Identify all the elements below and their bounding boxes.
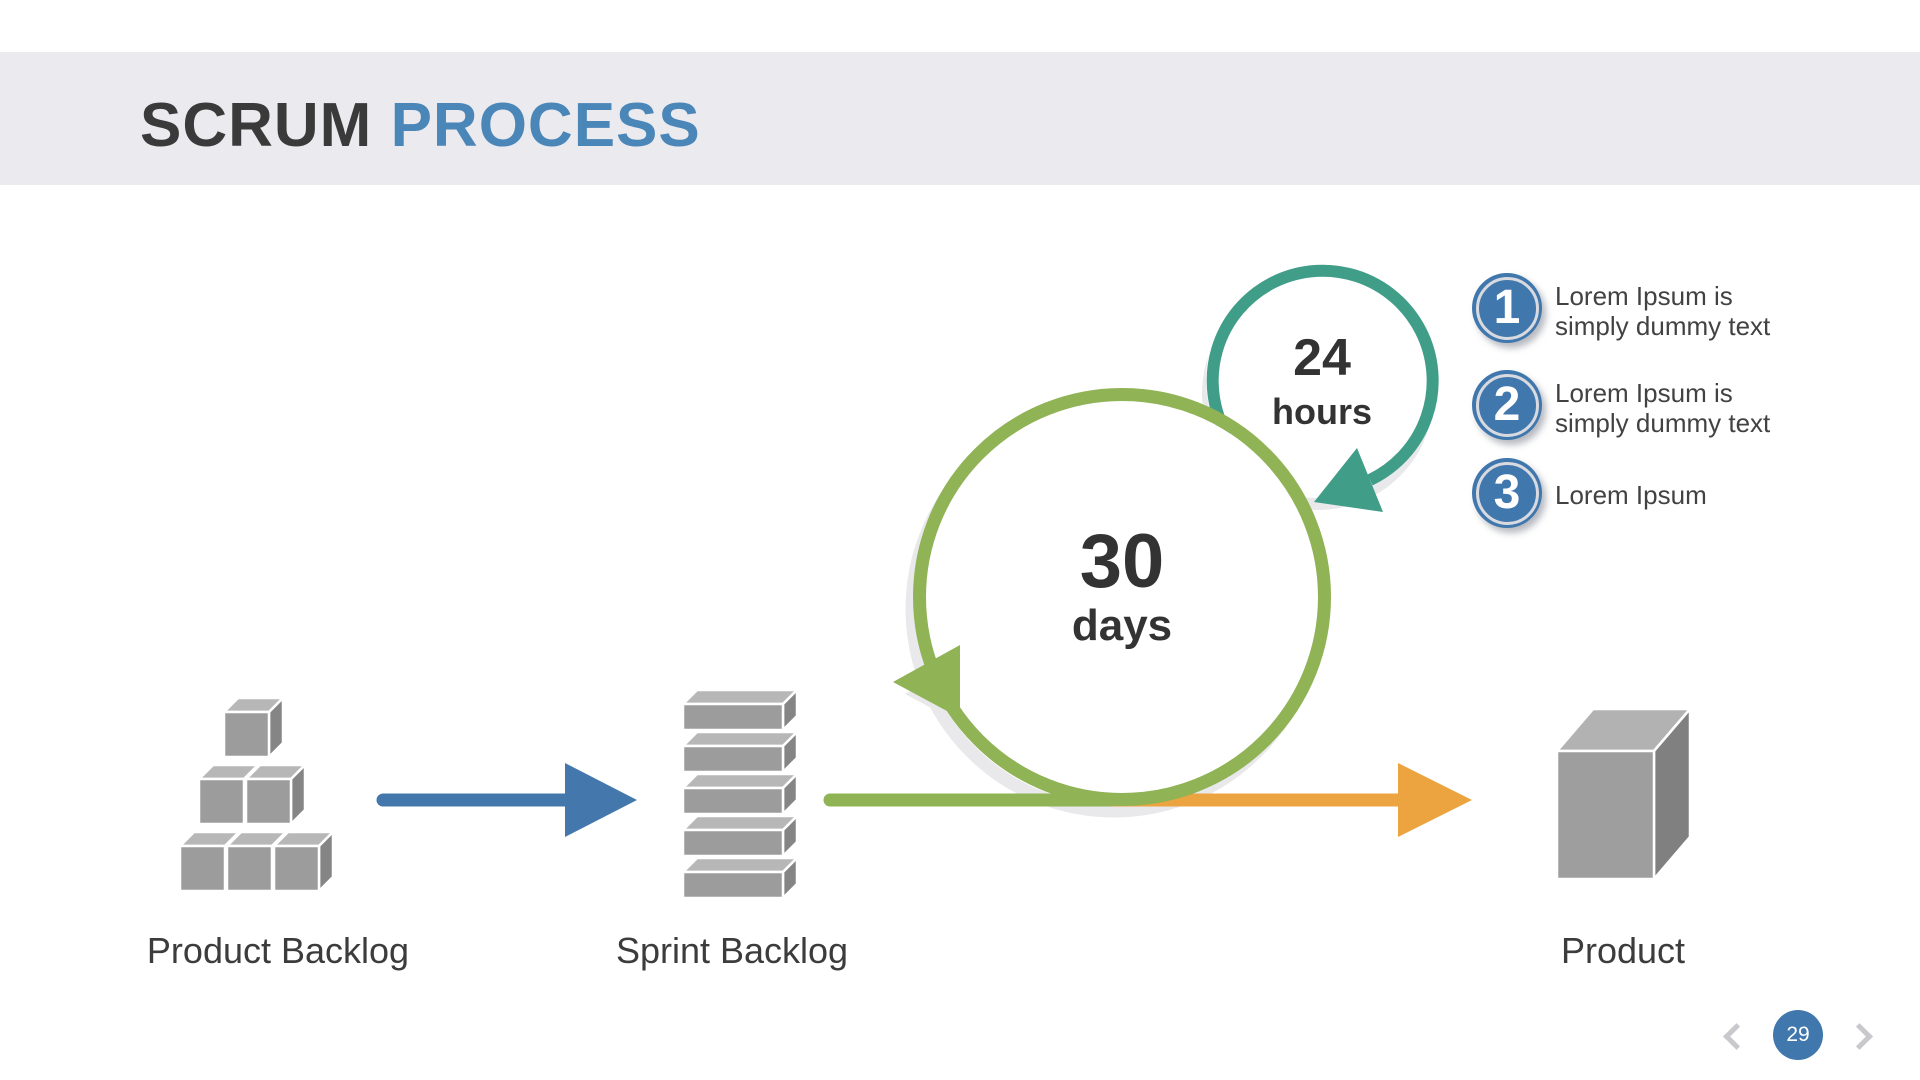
- small-cycle-value: 24: [1293, 329, 1351, 387]
- small-cycle-fill: [1206, 264, 1438, 496]
- legend-item-2-line2: simply dummy text: [1555, 408, 1771, 438]
- legend-item-1-line2: simply dummy text: [1555, 311, 1771, 341]
- legend-badge-ring: [1475, 276, 1539, 340]
- legend-item-3-text: Lorem Ipsum: [1555, 480, 1915, 510]
- cube-icon: [1555, 707, 1692, 881]
- stacked-bars-icon: [681, 688, 799, 900]
- arrow-backlog-to-sprint-head: [565, 763, 637, 837]
- legend-item-1-text: Lorem Ipsum is simply dummy text: [1555, 281, 1915, 341]
- node-label-sprint-backlog: Sprint Backlog: [615, 930, 849, 971]
- page-number-badge: 29: [1773, 1010, 1823, 1060]
- legend-badge-3: 3: [1472, 458, 1542, 528]
- page-title-primary: SCRUM: [140, 91, 373, 160]
- next-slide-button[interactable]: [1846, 1022, 1874, 1050]
- small-cycle-ring: [1206, 264, 1439, 486]
- big-cycle-fill: [926, 401, 1318, 793]
- node-label-product-backlog: Product Backlog: [146, 930, 410, 971]
- chevron-right-icon: [1846, 1023, 1873, 1050]
- page-title: SCRUM PROCESS: [140, 90, 701, 161]
- page-title-secondary: PROCESS: [390, 91, 701, 160]
- small-cycle-unit: hours: [1271, 391, 1372, 432]
- legend-item-1-line1: Lorem Ipsum is: [1555, 281, 1733, 311]
- small-cycle-arrowhead: [1314, 448, 1383, 512]
- big-cycle-ring: [913, 388, 1331, 806]
- legend-badge-number: 2: [1493, 378, 1521, 431]
- legend-badge-ring: [1475, 373, 1539, 437]
- big-cycle-unit: days: [1071, 601, 1173, 650]
- title-band: [0, 52, 1920, 185]
- node-label-product: Product: [1560, 930, 1686, 971]
- big-cycle-value: 30: [1079, 519, 1165, 604]
- cubes-pile-icon: [178, 696, 335, 893]
- legend-item-2-line1: Lorem Ipsum is: [1555, 378, 1733, 408]
- legend-item-2-text: Lorem Ipsum is simply dummy text: [1555, 378, 1915, 438]
- legend-badge-1: 1: [1472, 273, 1542, 343]
- big-cycle-arrowhead: [893, 645, 960, 718]
- chevron-left-icon: [1723, 1023, 1750, 1050]
- legend-item-3-line1: Lorem Ipsum: [1555, 480, 1707, 510]
- legend-badge-number: 3: [1493, 466, 1521, 519]
- prev-slide-button[interactable]: [1722, 1022, 1750, 1050]
- page-number: 29: [1786, 1023, 1810, 1046]
- legend-badge-2: 2: [1472, 370, 1542, 440]
- arrow-sprint-to-product-head: [1398, 763, 1472, 837]
- legend-badge-ring: [1475, 461, 1539, 525]
- legend-badge-number: 1: [1493, 281, 1521, 334]
